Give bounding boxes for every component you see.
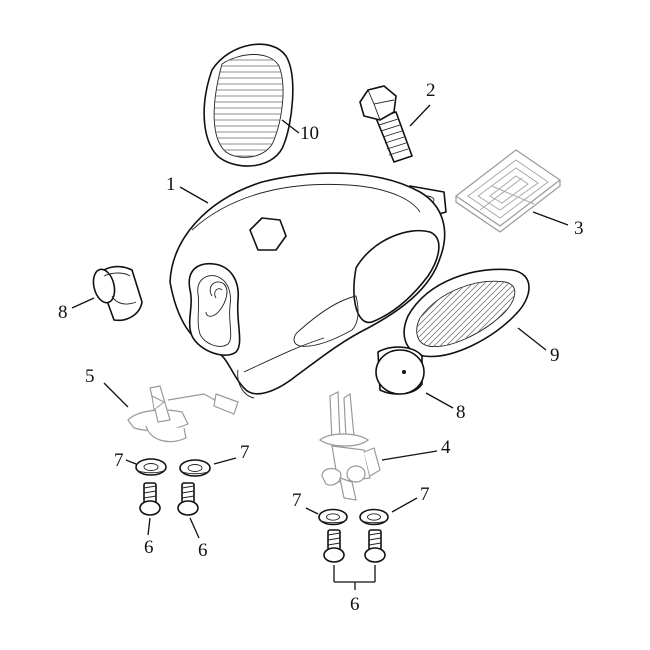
fuel-level-sender: [127, 385, 239, 443]
knee-pad-upper: [203, 43, 294, 167]
callout-10: 10: [300, 123, 319, 144]
callout-9: 9: [550, 345, 560, 366]
mounting-rubber-pad: [454, 149, 562, 233]
callout-2: 2: [426, 80, 436, 101]
callout-6c: 6: [350, 594, 360, 615]
tank-cap-right: [375, 346, 425, 395]
callout-7b: 7: [240, 442, 250, 463]
callout-4: 4: [441, 437, 451, 458]
screw-3: [323, 529, 345, 563]
callout-8a: 8: [58, 302, 68, 323]
callout-3: 3: [574, 218, 584, 239]
callout-7c: 7: [292, 490, 302, 511]
callout-5: 5: [85, 366, 95, 387]
washer-1: [135, 458, 167, 476]
tank-cap-left: [92, 265, 143, 322]
washer-2: [179, 459, 211, 477]
callout-labels: 1 2 3 4 5 6 6 6 7 7 7 7 8 8 9 10: [58, 80, 584, 615]
callout-7a: 7: [114, 450, 124, 471]
knee-pad-right: [403, 268, 530, 358]
callout-1: 1: [166, 174, 176, 195]
leader-lines: [71, 104, 569, 590]
washer-4: [359, 508, 389, 526]
callout-7d: 7: [420, 484, 430, 505]
washer-3: [318, 508, 348, 526]
callout-8b: 8: [456, 402, 466, 423]
screw-2: [177, 482, 199, 516]
screw-1: [139, 482, 161, 516]
hex-bolt: [359, 85, 413, 163]
fuel-tank: [169, 172, 447, 399]
screw-4: [364, 529, 386, 563]
callout-6b: 6: [198, 540, 208, 561]
callout-6a: 6: [144, 537, 154, 558]
fuel-petcock: [318, 391, 381, 501]
